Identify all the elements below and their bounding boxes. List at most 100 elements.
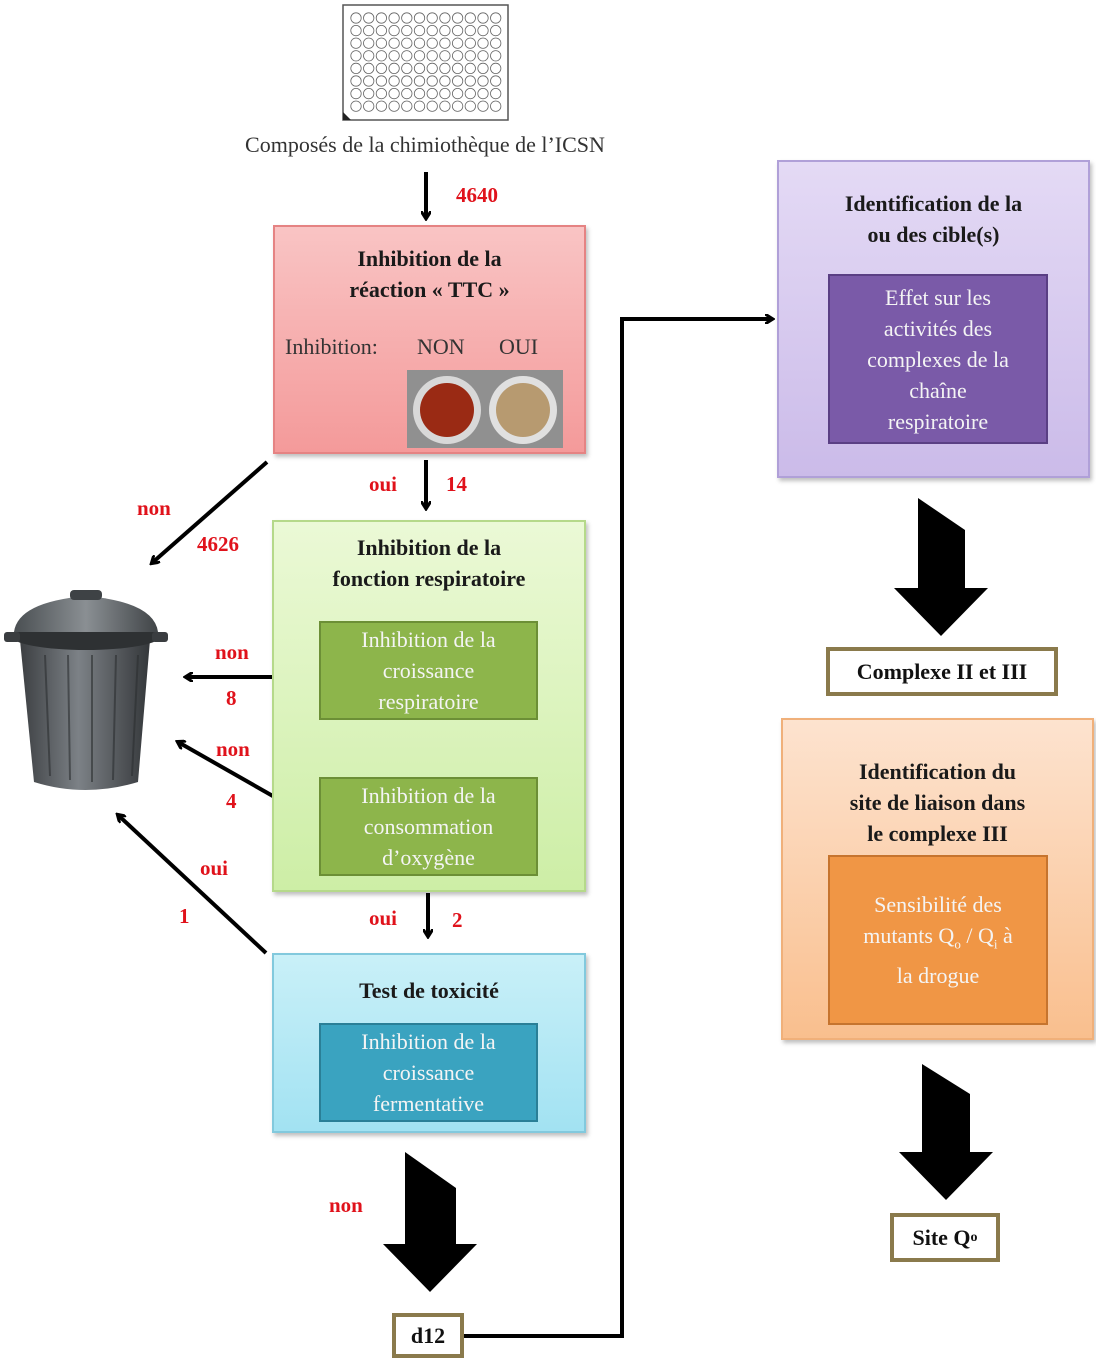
plate-well [350,88,362,100]
plate-well [477,75,489,87]
target-title-line1: Identification de la [844,191,1023,216]
plate-well [426,88,438,100]
big-arrow-tox-to-d12 [383,1152,477,1292]
target-inner-line2: activités des [883,315,993,341]
site-title-line1: Identification du [858,759,1017,784]
plate-well [401,100,413,112]
plate-well [477,37,489,49]
ttc-title-line2: réaction « TTC » [349,277,510,302]
plate-well [375,50,387,62]
plate-well [375,12,387,24]
plate-well [439,25,451,37]
trash-bin-icon [4,590,168,790]
plate-well [350,50,362,62]
plate-well [413,37,426,49]
plate-well [439,62,451,75]
plate-well [439,88,451,100]
target-inner-line3: complexes de la [867,346,1009,372]
growth-line1: Inhibition de la [361,627,496,652]
plate-well [401,12,413,24]
plate-well [439,37,451,49]
plate-well [375,62,387,75]
site-title-line2: site de liaison dans [849,790,1026,815]
plate-well [350,75,362,87]
label-non-growth: non [215,640,249,664]
fermentative-line1: Inhibition de la [361,1029,496,1054]
plate-well [401,75,413,87]
plate-well [439,50,451,62]
plate-well [426,50,438,62]
plate-well [413,100,426,112]
resp-title-line1: Inhibition de la [356,535,502,560]
plate-well [350,100,362,112]
plate-well [490,12,502,24]
plate-well [439,75,451,87]
inhibition-label: Inhibition: [285,334,378,359]
plate-well [464,12,476,24]
plate-well [350,12,362,24]
plate-well [388,25,400,37]
site-inner-line3: la drogue [896,962,980,988]
label-non-oxygen: non [216,737,250,761]
plate-well [413,62,426,75]
count-14: 14 [446,472,467,496]
label-oui-oxygen: oui [369,906,398,930]
non-label: NON [417,334,465,359]
count-1: 1 [179,904,190,928]
plate-well [413,88,426,100]
plate-well [477,62,489,75]
plate-well [375,100,387,112]
complexe-result-box: Complexe II et III [826,647,1058,696]
plate-well [388,88,400,100]
fermentative-line2: croissance [382,1060,475,1085]
plate-well [451,37,464,49]
target-inner-line5: respiratoire [887,408,989,434]
plate-well [426,12,438,24]
fermentative-line3: fermentative [372,1091,485,1116]
plate-well [375,37,387,49]
plate-well [363,62,375,75]
count-4626: 4626 [197,532,239,556]
plate-well [388,37,400,49]
plate-well [363,12,375,24]
plate-well [375,88,387,100]
oui-label: OUI [499,334,539,359]
plate-well [477,50,489,62]
site-title-line3: le complexe III [867,821,1008,846]
plate-well [426,25,438,37]
plate-well [426,62,438,75]
complex-activity-box: Effet sur les activités des complexes de… [828,274,1048,444]
plate-well [490,50,502,62]
plate-well [401,62,413,75]
plate-well [363,75,375,87]
plate-well [426,75,438,87]
plate-well [401,25,413,37]
plate-well [451,25,464,37]
plate-well [490,75,502,87]
plate-well [451,88,464,100]
plate-96-well-icon [342,4,509,121]
plate-well [439,12,451,24]
plate-well [375,25,387,37]
plate-well [363,50,375,62]
growth-line3: respiratoire [378,689,479,714]
site-inner-line1: Sensibilité des [874,892,1002,918]
plate-well [464,88,476,100]
plate-well [388,50,400,62]
target-inner-line4: chaîne [909,377,967,403]
count-8: 8 [226,686,237,710]
plate-well [464,50,476,62]
count-4640: 4640 [456,183,498,207]
d12-result-box: d12 [392,1313,464,1358]
plate-well [426,100,438,112]
oxygen-line1: Inhibition de la [361,783,496,808]
ttc-box: Inhibition de la réaction « TTC » Inhibi… [273,225,586,454]
plate-well [477,88,489,100]
plate-well [451,100,464,112]
ttc-title-line1: Inhibition de la [357,246,502,271]
label-oui-tox: oui [200,856,229,880]
plate-well [401,37,413,49]
plate-well [401,88,413,100]
